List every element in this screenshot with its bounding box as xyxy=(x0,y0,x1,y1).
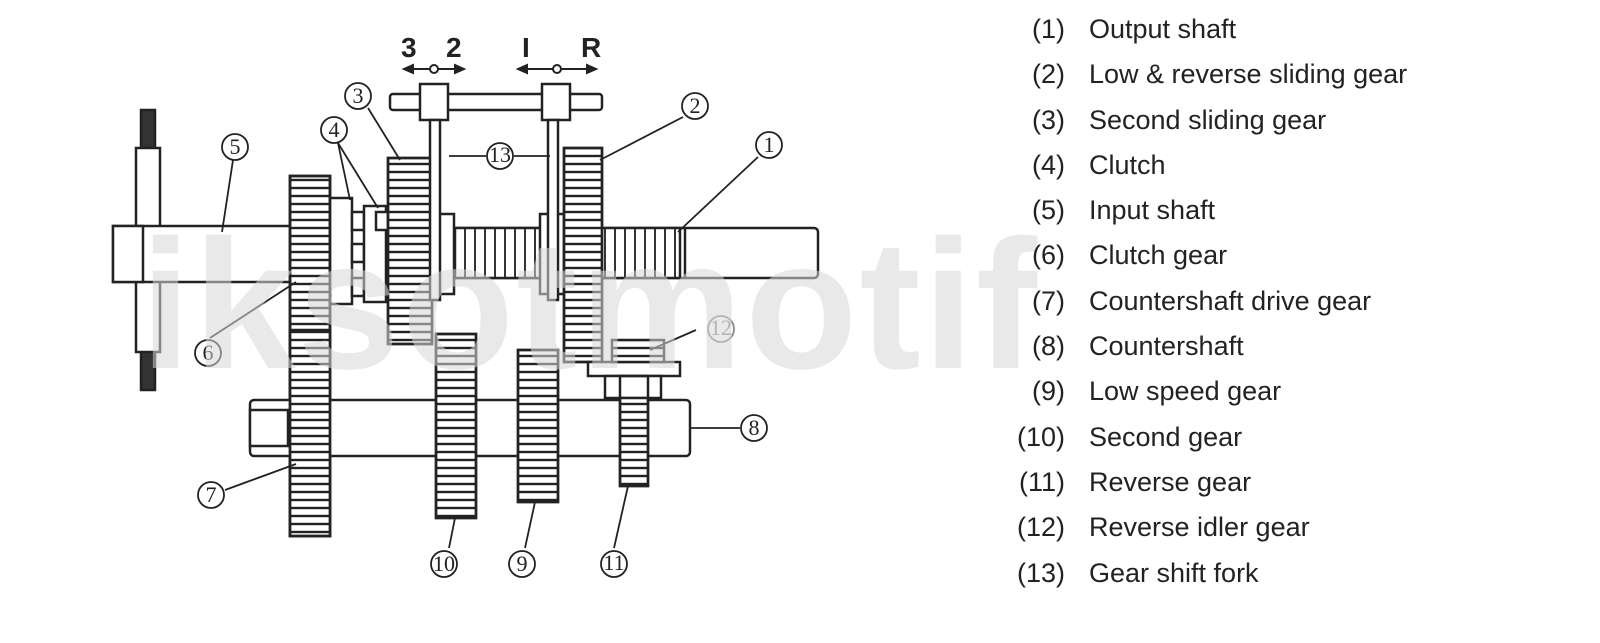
legend-item: (3) Second sliding gear xyxy=(1000,99,1600,144)
svg-text:13: 13 xyxy=(489,142,511,167)
svg-text:11: 11 xyxy=(603,550,624,575)
legend-item: (2) Low & reverse sliding gear xyxy=(1000,53,1600,98)
clutch-dogs xyxy=(328,196,390,306)
svg-text:12: 12 xyxy=(710,315,732,340)
callout-4: 4 xyxy=(320,116,348,144)
legend-item: (13) Gear shift fork xyxy=(1000,552,1600,597)
low-speed-gear xyxy=(516,348,560,504)
legend-number: (10) xyxy=(1016,421,1065,452)
legend-number: (13) xyxy=(1016,557,1065,588)
shift-label-3: 3 xyxy=(401,32,417,63)
legend-item: (10) Second gear xyxy=(1000,416,1600,461)
legend-item: (5) Input shaft xyxy=(1000,189,1600,234)
legend-label: Countershaft drive gear xyxy=(1089,285,1372,316)
svg-text:4: 4 xyxy=(329,117,340,142)
second-gear xyxy=(434,332,478,520)
svg-text:10: 10 xyxy=(433,551,455,576)
legend-number: (12) xyxy=(1016,512,1065,543)
transmission-diagram: 3 2 I R 1 2 3 4 5 xyxy=(111,32,820,578)
legend-item: (1) Output shaft xyxy=(1000,8,1600,53)
legend-label: Second gear xyxy=(1089,421,1243,452)
gear-drawing: 3 2 I R 1 2 3 4 5 xyxy=(111,32,820,578)
legend-label: Clutch gear xyxy=(1089,240,1228,271)
shift-label-1: I xyxy=(522,32,530,63)
shift-arrows xyxy=(401,63,599,75)
callout-3: 3 xyxy=(344,82,372,110)
legend-item: (6) Clutch gear xyxy=(1000,234,1600,279)
svg-text:6: 6 xyxy=(203,340,214,365)
legend-label: Second sliding gear xyxy=(1089,104,1327,135)
legend-label: Reverse gear xyxy=(1089,466,1252,497)
svg-text:2: 2 xyxy=(690,93,701,118)
legend-label: Countershaft xyxy=(1089,331,1244,362)
svg-text:9: 9 xyxy=(517,551,528,576)
callout-8: 8 xyxy=(740,414,768,442)
second-sliding-gear xyxy=(386,156,456,346)
callout-13: 13 xyxy=(486,142,514,170)
legend-number: (3) xyxy=(1032,104,1065,135)
legend-item: (11) Reverse gear xyxy=(1000,461,1600,506)
callout-11: 11 xyxy=(600,550,628,578)
legend-label: Input shaft xyxy=(1089,195,1216,226)
legend-item: (12) Reverse idler gear xyxy=(1000,506,1600,551)
legend-label: Output shaft xyxy=(1089,14,1237,44)
legend-number: (5) xyxy=(1032,195,1065,226)
svg-text:1: 1 xyxy=(764,132,775,157)
callout-12: 12 xyxy=(707,315,735,343)
callout-10: 10 xyxy=(430,550,458,578)
legend-number: (9) xyxy=(1032,376,1065,407)
parts-legend: (1) Output shaft (2) Low & reverse sliding … xyxy=(1000,8,1600,597)
leader-lines xyxy=(209,107,759,549)
legend-item: (4) Clutch xyxy=(1000,144,1600,189)
callout-7: 7 xyxy=(197,481,225,509)
callout-1: 1 xyxy=(755,131,783,159)
legend-label: Clutch xyxy=(1089,149,1166,180)
legend-item: (9) Low speed gear xyxy=(1000,370,1600,415)
svg-text:7: 7 xyxy=(206,482,217,507)
svg-text:3: 3 xyxy=(353,83,364,108)
legend-number: (1) xyxy=(1032,14,1065,44)
svg-text:5: 5 xyxy=(230,134,241,159)
legend-item: (8) Countershaft xyxy=(1000,325,1600,370)
callout-9: 9 xyxy=(508,550,536,578)
callout-5: 5 xyxy=(221,133,249,161)
legend-label: Low & reverse sliding gear xyxy=(1089,59,1408,90)
legend-number: (11) xyxy=(1018,466,1065,497)
legend-number: (7) xyxy=(1032,285,1065,316)
svg-text:8: 8 xyxy=(749,415,760,440)
legend-number: (6) xyxy=(1032,240,1065,271)
shift-label-2: 2 xyxy=(446,32,462,63)
reverse-gears xyxy=(586,338,682,488)
output-shaft xyxy=(428,226,820,280)
countershaft-drive-gear xyxy=(288,174,332,538)
shift-label-r: R xyxy=(581,32,601,63)
legend-label: Low speed gear xyxy=(1089,376,1282,407)
callout-2: 2 xyxy=(681,92,709,120)
shift-forks xyxy=(388,82,604,302)
callout-6: 6 xyxy=(194,339,222,367)
legend-number: (2) xyxy=(1032,59,1065,90)
legend-number: (8) xyxy=(1032,331,1065,362)
legend-number: (4) xyxy=(1032,149,1065,180)
legend-label: Reverse idler gear xyxy=(1089,512,1310,543)
legend-label: Gear shift fork xyxy=(1089,557,1259,588)
legend-item: (7) Countershaft drive gear xyxy=(1000,280,1600,325)
